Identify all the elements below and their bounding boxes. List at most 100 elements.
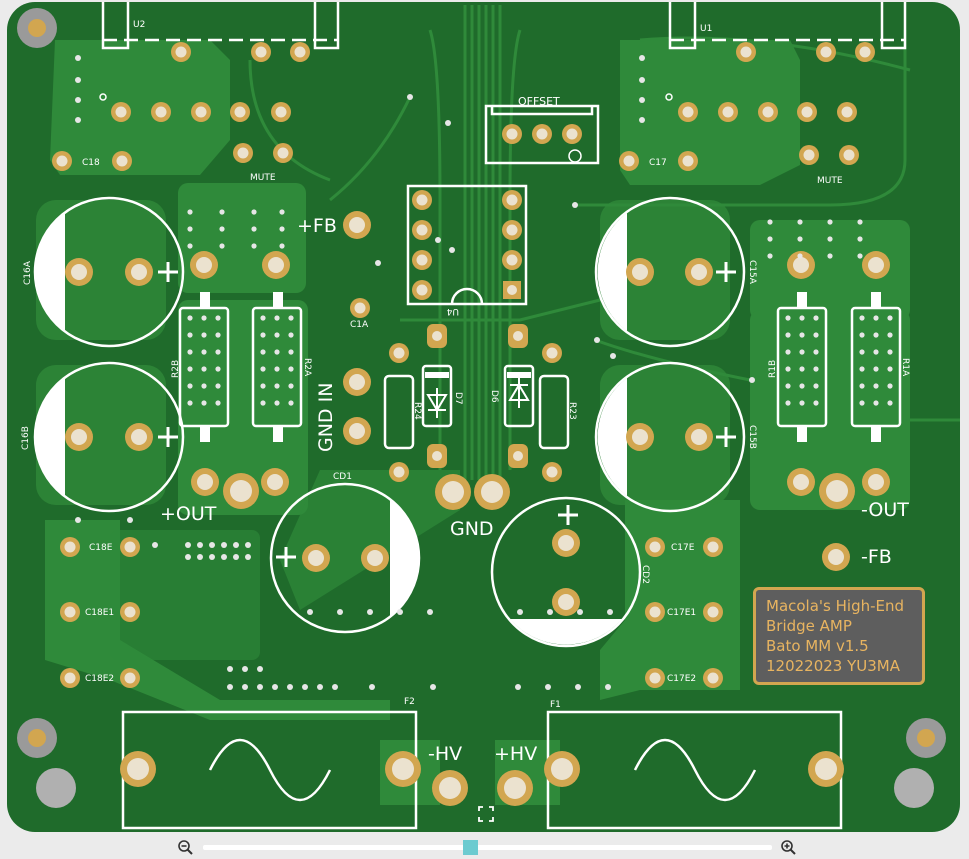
via <box>260 366 266 372</box>
via <box>288 315 294 321</box>
via <box>187 383 193 389</box>
via <box>873 349 879 355</box>
zoom-slider-thumb[interactable] <box>462 840 478 855</box>
label-c17e: C17E <box>671 543 695 553</box>
via <box>279 243 285 249</box>
label-mute-right: MUTE <box>817 176 843 186</box>
via <box>827 219 833 225</box>
fit-to-screen-icon[interactable] <box>478 806 494 822</box>
via <box>201 349 207 355</box>
via <box>187 209 193 215</box>
via <box>279 209 285 215</box>
label-minus-hv: -HV <box>428 743 462 765</box>
via <box>201 400 207 406</box>
brand-line-2: Bridge AMP <box>766 617 852 635</box>
diode-symbols <box>426 378 530 418</box>
label-cd1: CD1 <box>333 472 352 482</box>
via <box>799 400 805 406</box>
via <box>859 332 865 338</box>
label-d7: D7 <box>453 392 463 405</box>
zoom-out-icon[interactable] <box>177 839 193 855</box>
label-c17e2: C17E2 <box>667 674 696 684</box>
resistor-vias <box>187 209 893 406</box>
label-r1a: R1A <box>900 358 910 377</box>
via <box>215 400 221 406</box>
via <box>797 219 803 225</box>
label-mute-left: MUTE <box>250 173 276 183</box>
via <box>260 400 266 406</box>
via <box>260 332 266 338</box>
via <box>260 383 266 389</box>
via <box>187 332 193 338</box>
via <box>187 243 193 249</box>
via <box>219 226 225 232</box>
label-r23: R23 <box>567 402 577 420</box>
label-c1a: C1A <box>350 320 369 330</box>
polarity-plus-signs <box>158 262 736 567</box>
via <box>215 383 221 389</box>
via <box>274 332 280 338</box>
via <box>873 400 879 406</box>
label-plus-fb: +FB <box>297 215 337 237</box>
label-c16b: C16B <box>21 426 31 450</box>
via <box>767 236 773 242</box>
via <box>857 219 863 225</box>
via <box>274 315 280 321</box>
via <box>827 236 833 242</box>
via <box>201 366 207 372</box>
label-c17e1: C17E1 <box>667 608 696 618</box>
via <box>201 315 207 321</box>
via <box>201 383 207 389</box>
mounting-holes <box>17 8 946 808</box>
via <box>813 349 819 355</box>
via <box>785 349 791 355</box>
via <box>785 400 791 406</box>
cap-polarity-marks <box>35 213 881 645</box>
label-offset: OFFSET <box>518 95 560 108</box>
via <box>859 349 865 355</box>
via <box>251 243 257 249</box>
zoom-in-icon[interactable] <box>780 839 796 855</box>
via <box>797 253 803 259</box>
via <box>887 366 893 372</box>
label-r2a: R2A <box>302 358 312 377</box>
label-d6: D6 <box>489 390 499 403</box>
label-plus-hv: +HV <box>494 743 537 765</box>
via <box>251 209 257 215</box>
pads <box>52 42 890 806</box>
label-minus-fb: -FB <box>861 546 892 568</box>
via <box>288 349 294 355</box>
label-r24: R24 <box>412 402 422 420</box>
via <box>887 315 893 321</box>
via <box>260 315 266 321</box>
via <box>785 332 791 338</box>
via <box>857 236 863 242</box>
via <box>873 383 879 389</box>
label-minus-out: -OUT <box>861 499 909 521</box>
via <box>873 332 879 338</box>
via <box>859 383 865 389</box>
label-r2b: R2B <box>171 360 181 378</box>
via <box>251 226 257 232</box>
pcb-board-view: U2 U1 OFFSET MUTE MUTE C18 C17 +FB -FB C… <box>7 2 960 832</box>
via <box>887 400 893 406</box>
via <box>274 366 280 372</box>
via <box>859 315 865 321</box>
via <box>219 243 225 249</box>
label-cd2: CD2 <box>640 565 650 584</box>
via <box>215 349 221 355</box>
via <box>187 226 193 232</box>
zoom-slider-track[interactable] <box>203 845 772 850</box>
brand-line-3: Bato MM v1.5 <box>766 637 869 655</box>
via <box>859 366 865 372</box>
label-c18e2: C18E2 <box>85 674 114 684</box>
via <box>873 366 879 372</box>
via <box>887 383 893 389</box>
via <box>799 332 805 338</box>
via <box>767 253 773 259</box>
label-u2: U2 <box>133 20 145 30</box>
via <box>873 315 879 321</box>
silkscreen-labels: U2 U1 OFFSET MUTE MUTE C18 C17 +FB -FB C… <box>21 20 910 765</box>
via <box>887 332 893 338</box>
via <box>288 400 294 406</box>
